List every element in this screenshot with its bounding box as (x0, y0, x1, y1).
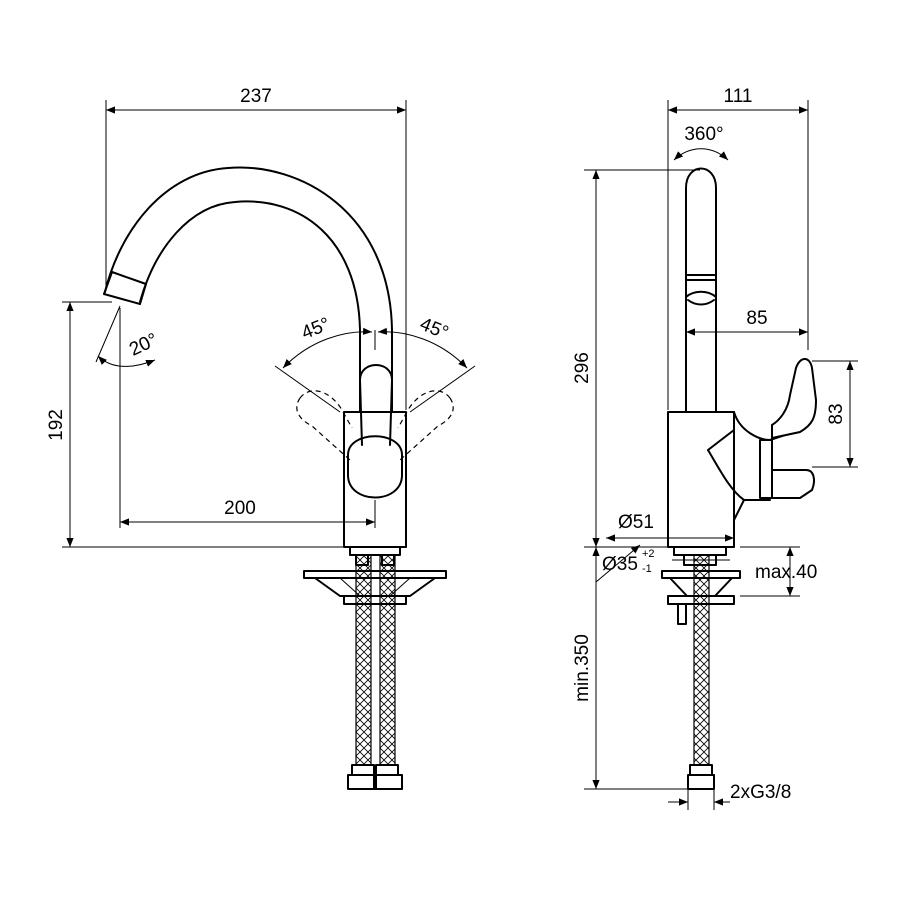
rotation-360: 360° (684, 124, 723, 145)
lever-angle-left: 45° (299, 314, 334, 344)
lever-angle-right: 45° (417, 314, 452, 344)
front-dimensions: 237 200 192 20° 45° 45° (46, 86, 476, 548)
max-deck: max.40 (755, 562, 817, 583)
hole-tol-lower: -1 (642, 563, 652, 575)
dim-200: 200 (224, 498, 256, 519)
side-body (667, 358, 818, 566)
dim-111: 111 (724, 86, 753, 107)
side-dimensions: 111 360° 296 85 83 Ø51 Ø35 +2 -1 max.40 (572, 86, 858, 810)
front-lever-positions (296, 390, 454, 461)
hole-diameter: Ø35 (602, 554, 638, 575)
hole-tol-upper: +2 (642, 548, 655, 560)
body-diameter: Ø51 (618, 512, 654, 533)
front-spout (103, 166, 393, 413)
spout-angle: 20° (126, 329, 161, 360)
dim-85: 85 (746, 308, 767, 329)
dim-296: 296 (572, 352, 593, 384)
connection-size: 2xG3/8 (730, 782, 791, 803)
dim-83: 83 (826, 403, 847, 424)
front-body (343, 364, 407, 566)
front-view: 237 200 192 20° 45° 45° (46, 86, 476, 790)
side-spout (685, 167, 717, 413)
side-view: 111 360° 296 85 83 Ø51 Ø35 +2 -1 max.40 (572, 86, 858, 810)
side-mounting (661, 554, 741, 790)
min-hose: min.350 (572, 634, 593, 702)
dim-192: 192 (46, 409, 67, 441)
dim-237: 237 (240, 86, 272, 107)
front-mounting (303, 554, 447, 790)
